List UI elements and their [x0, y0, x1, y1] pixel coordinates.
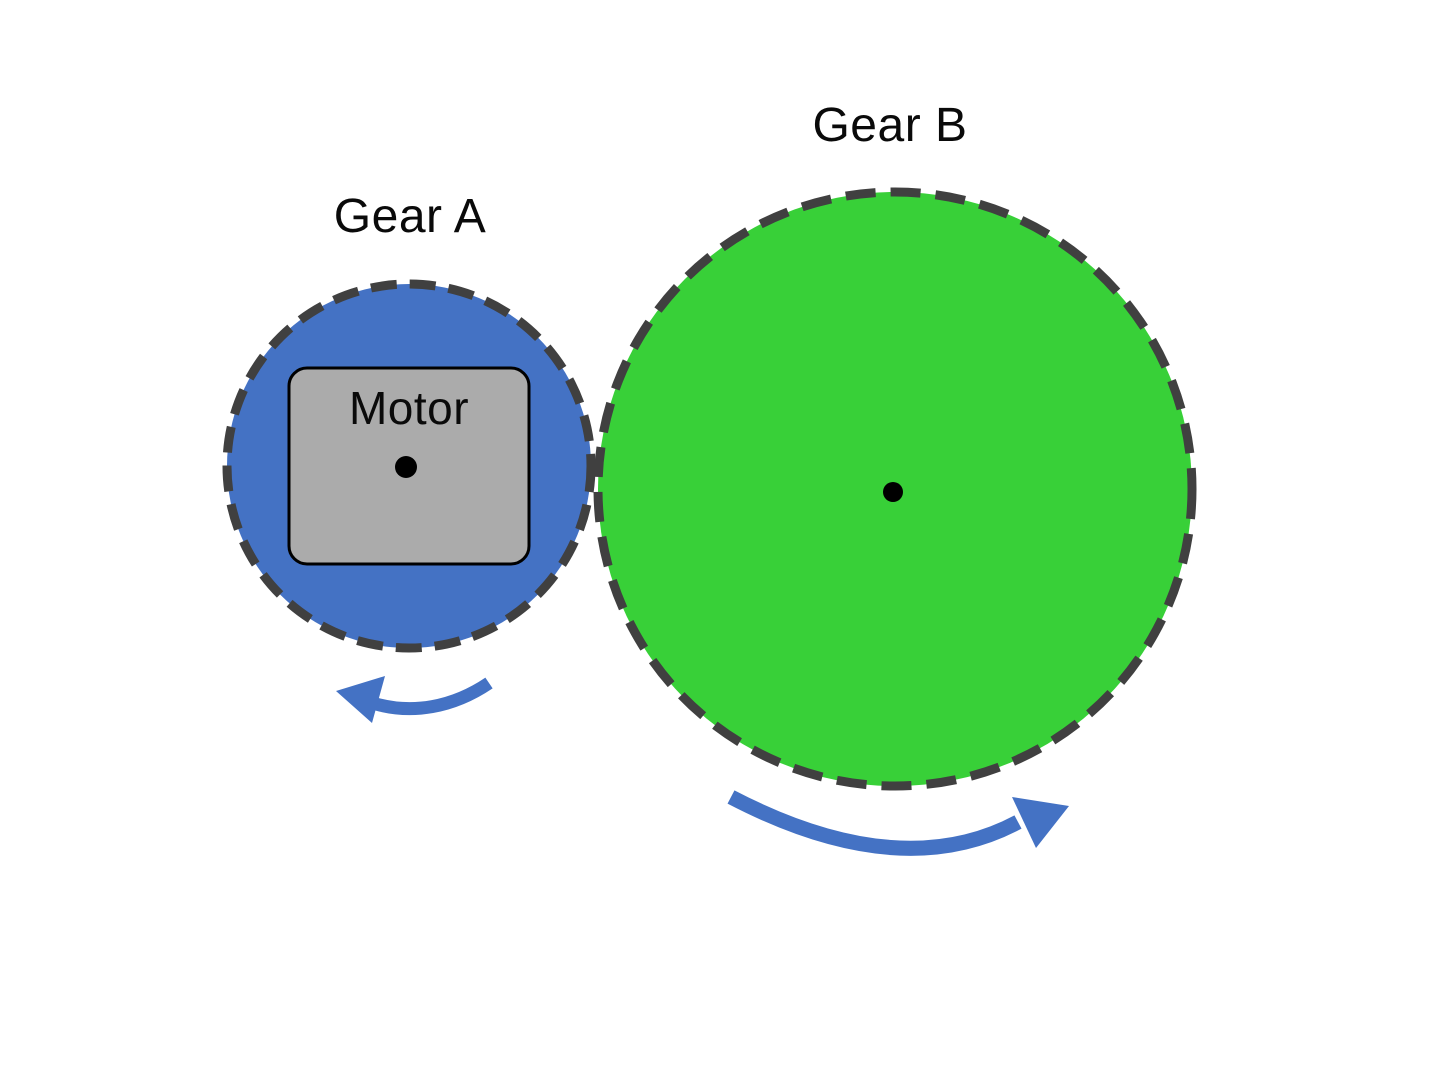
counterclockwise-arrow-head [336, 676, 385, 723]
clockwise-arrow-icon [727, 790, 1069, 856]
gear-b-outline [593, 187, 1197, 791]
clockwise-arrow-head [1012, 797, 1069, 848]
gear-b-label: Gear B [812, 99, 968, 152]
motor-box-border [287, 366, 531, 566]
counterclockwise-arrow-shaft [374, 677, 493, 716]
counterclockwise-arrow-icon [336, 676, 493, 723]
gear-b-axle-dot [883, 482, 903, 502]
motor-label: Motor [348, 382, 470, 434]
gear-a-axle-dot [395, 456, 417, 478]
gear-a-outline [222, 279, 596, 653]
clockwise-arrow-shaft [727, 790, 1022, 856]
gear-a-label: Gear A [333, 190, 487, 243]
